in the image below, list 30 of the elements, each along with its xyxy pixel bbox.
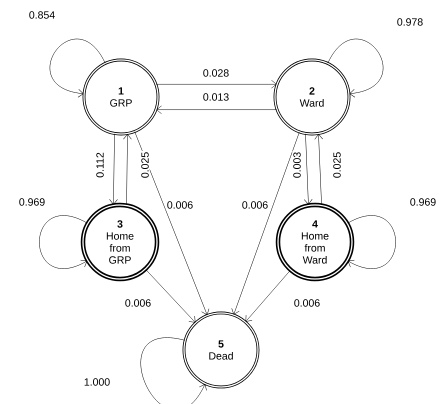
edge-label: 0.006 (242, 201, 268, 209)
arrow (231, 132, 300, 315)
edge-label: 0.025 (141, 152, 149, 178)
edge-label: 0.854 (29, 11, 55, 19)
edge-label: 0.013 (203, 93, 229, 101)
arrow (146, 269, 196, 323)
edge-label: 0.006 (167, 201, 193, 209)
edge-label: 0.969 (410, 198, 436, 206)
edge-label: 0.028 (203, 69, 229, 77)
edge-label: 0.006 (294, 299, 320, 307)
arrow (156, 106, 278, 114)
edge-label: 0.978 (397, 18, 423, 26)
self-loop-arrow (328, 38, 384, 98)
edge-label: 1.000 (84, 378, 110, 386)
arrow (246, 270, 290, 322)
edge-label: 0.025 (333, 152, 341, 178)
arrow (123, 134, 132, 206)
edge-label: 0.003 (293, 152, 301, 178)
self-loop-arrow (140, 337, 207, 404)
arrow (156, 80, 277, 88)
edge-label: 0.112 (96, 152, 104, 178)
arrow (134, 132, 210, 316)
arrow (109, 134, 118, 205)
edge-label: 0.969 (19, 198, 45, 206)
self-loop-arrow (347, 215, 396, 269)
arrow (314, 134, 323, 206)
self-loop-arrow (39, 215, 88, 269)
edge-label: 0.006 (125, 299, 151, 307)
arrow (304, 134, 312, 205)
self-loop-arrow (50, 38, 106, 98)
